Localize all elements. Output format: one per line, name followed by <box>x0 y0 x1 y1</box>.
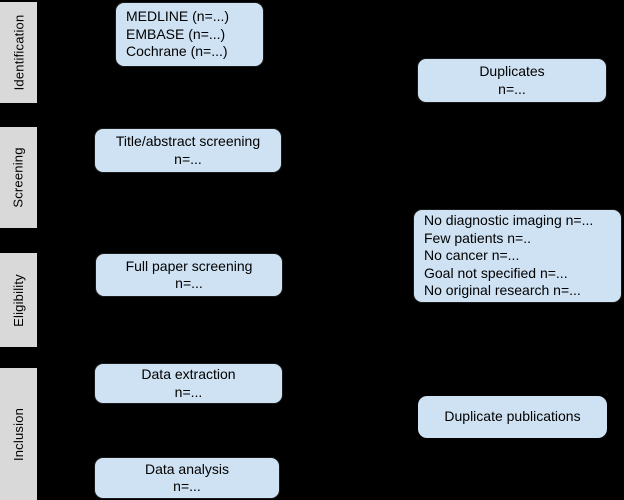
box-full-paper-screening: Full paper screening n=... <box>95 253 283 297</box>
exclusion-line-no-diagnostic-imaging: No diagnostic imaging n=... <box>424 212 594 229</box>
stage-label-identification: Identification <box>11 14 27 91</box>
box-count: n=... <box>174 150 202 167</box>
box-count: n=... <box>173 478 201 494</box>
box-title: Duplicate publications <box>444 408 581 425</box>
exclusion-line-goal-not-specified: Goal not specified n=... <box>424 264 568 281</box>
box-exclusion-reasons: No diagnostic imaging n=... Few patients… <box>413 209 622 303</box>
box-duplicates: Duplicates n=... <box>417 58 607 103</box>
box-title: Data analysis <box>144 460 230 477</box>
exclusion-line-few-patients: Few patients n=.. <box>424 229 532 246</box>
box-count: n=... <box>498 80 526 97</box>
box-title: Duplicates <box>479 63 545 79</box>
box-database-sources: MEDLINE (n=...) EMBASE (n=...) Cochrane … <box>115 2 264 67</box>
box-title: Data extraction <box>141 366 236 382</box>
stage-label-screening: Screening <box>11 147 26 208</box>
box-count: n=... <box>175 275 203 291</box>
box-data-extraction: Data extraction n=... <box>94 363 283 404</box>
stage-label-eligibility: Eligibility <box>11 273 26 327</box>
box-duplicate-publications: Duplicate publications <box>418 396 607 438</box>
stage-band-inclusion: Inclusion <box>0 368 37 500</box>
box-title-abstract-screening: Title/abstract screening n=... <box>94 128 282 173</box>
stage-band-identification: Identification <box>0 2 37 103</box>
source-line-cochrane: Cochrane (n=...) <box>126 43 228 60</box>
stage-label-inclusion: Inclusion <box>11 407 27 461</box>
stage-band-screening: Screening <box>0 127 37 228</box>
box-title: Full paper screening <box>125 257 253 274</box>
box-data-analysis: Data analysis n=... <box>94 457 280 499</box>
stage-band-eligibility: Eligibility <box>0 253 37 347</box>
exclusion-line-no-cancer: No cancer n=... <box>424 247 520 264</box>
source-line-medline: MEDLINE (n=...) <box>126 8 230 25</box>
box-count: n=... <box>174 383 203 400</box>
source-line-embase: EMBASE (n=...) <box>126 25 226 42</box>
exclusion-line-no-original-research: No original research n=... <box>424 282 581 299</box>
box-title: Title/abstract screening <box>115 133 261 149</box>
